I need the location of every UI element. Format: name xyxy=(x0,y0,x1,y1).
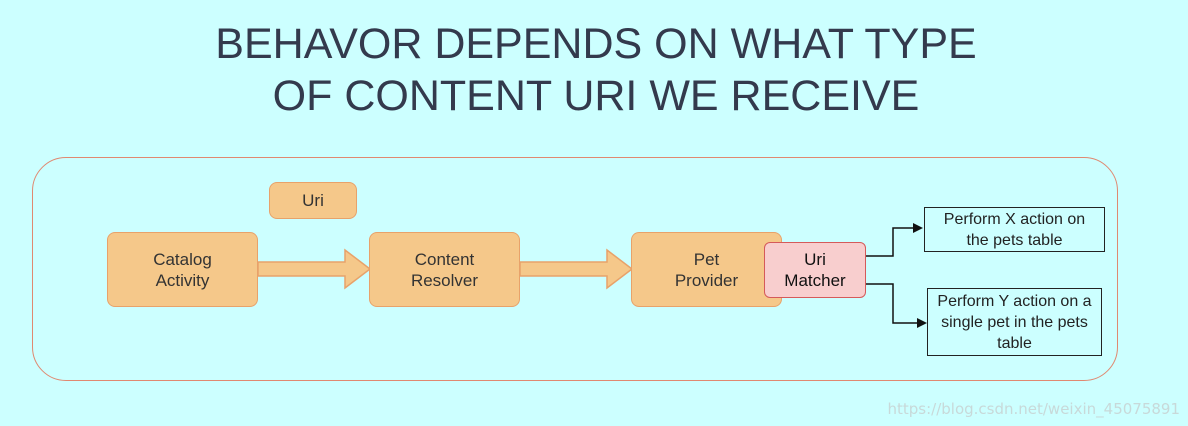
action-y-line-1: Perform Y action on a xyxy=(937,292,1092,310)
arrowhead-action-x xyxy=(913,223,923,233)
pet-provider-line-1: Pet xyxy=(693,249,720,269)
pet-provider-line-2: Provider xyxy=(674,270,739,290)
uri-matcher-node: Uri Matcher xyxy=(764,242,866,298)
title-line-2: OF CONTENT URI WE RECEIVE xyxy=(272,72,920,120)
uri-matcher-line-2: Matcher xyxy=(784,271,846,290)
action-y-line-2: single pet in the pets xyxy=(941,313,1088,331)
pet-provider-node: Pet Provider xyxy=(631,232,782,307)
content-resolver-node: Content Resolver xyxy=(369,232,520,307)
watermark: https://blog.csdn.net/weixin_45075891 xyxy=(887,400,1180,418)
arrow-resolver-to-provider xyxy=(519,248,634,290)
uri-node: Uri xyxy=(269,182,357,219)
connector-matcher-to-action-x xyxy=(865,227,915,257)
diagram-frame xyxy=(32,157,1118,381)
content-resolver-line-1: Content xyxy=(414,249,475,269)
action-x-line-2: the pets table xyxy=(966,231,1063,249)
uri-matcher-line-1: Uri xyxy=(804,250,826,269)
arrowhead-action-y xyxy=(917,318,927,328)
uri-label: Uri xyxy=(302,191,324,210)
action-x-node: Perform X action on the pets table xyxy=(924,207,1105,252)
arrow-catalog-to-resolver xyxy=(257,248,372,290)
catalog-activity-line-1: Catalog xyxy=(153,249,212,269)
action-y-line-3: table xyxy=(997,334,1032,352)
catalog-activity-line-2: Activity xyxy=(155,270,210,290)
catalog-activity-node: Catalog Activity xyxy=(107,232,258,307)
content-resolver-line-2: Resolver xyxy=(410,270,479,290)
title-line-1: BEHAVOR DEPENDS ON WHAT TYPE xyxy=(215,20,977,68)
action-y-node: Perform Y action on a single pet in the … xyxy=(927,288,1102,356)
page-title: BEHAVOR DEPENDS ON WHAT TYPE OF CONTENT … xyxy=(0,18,1188,122)
connector-matcher-to-action-y xyxy=(865,283,919,324)
action-x-line-1: Perform X action on xyxy=(943,210,1086,228)
